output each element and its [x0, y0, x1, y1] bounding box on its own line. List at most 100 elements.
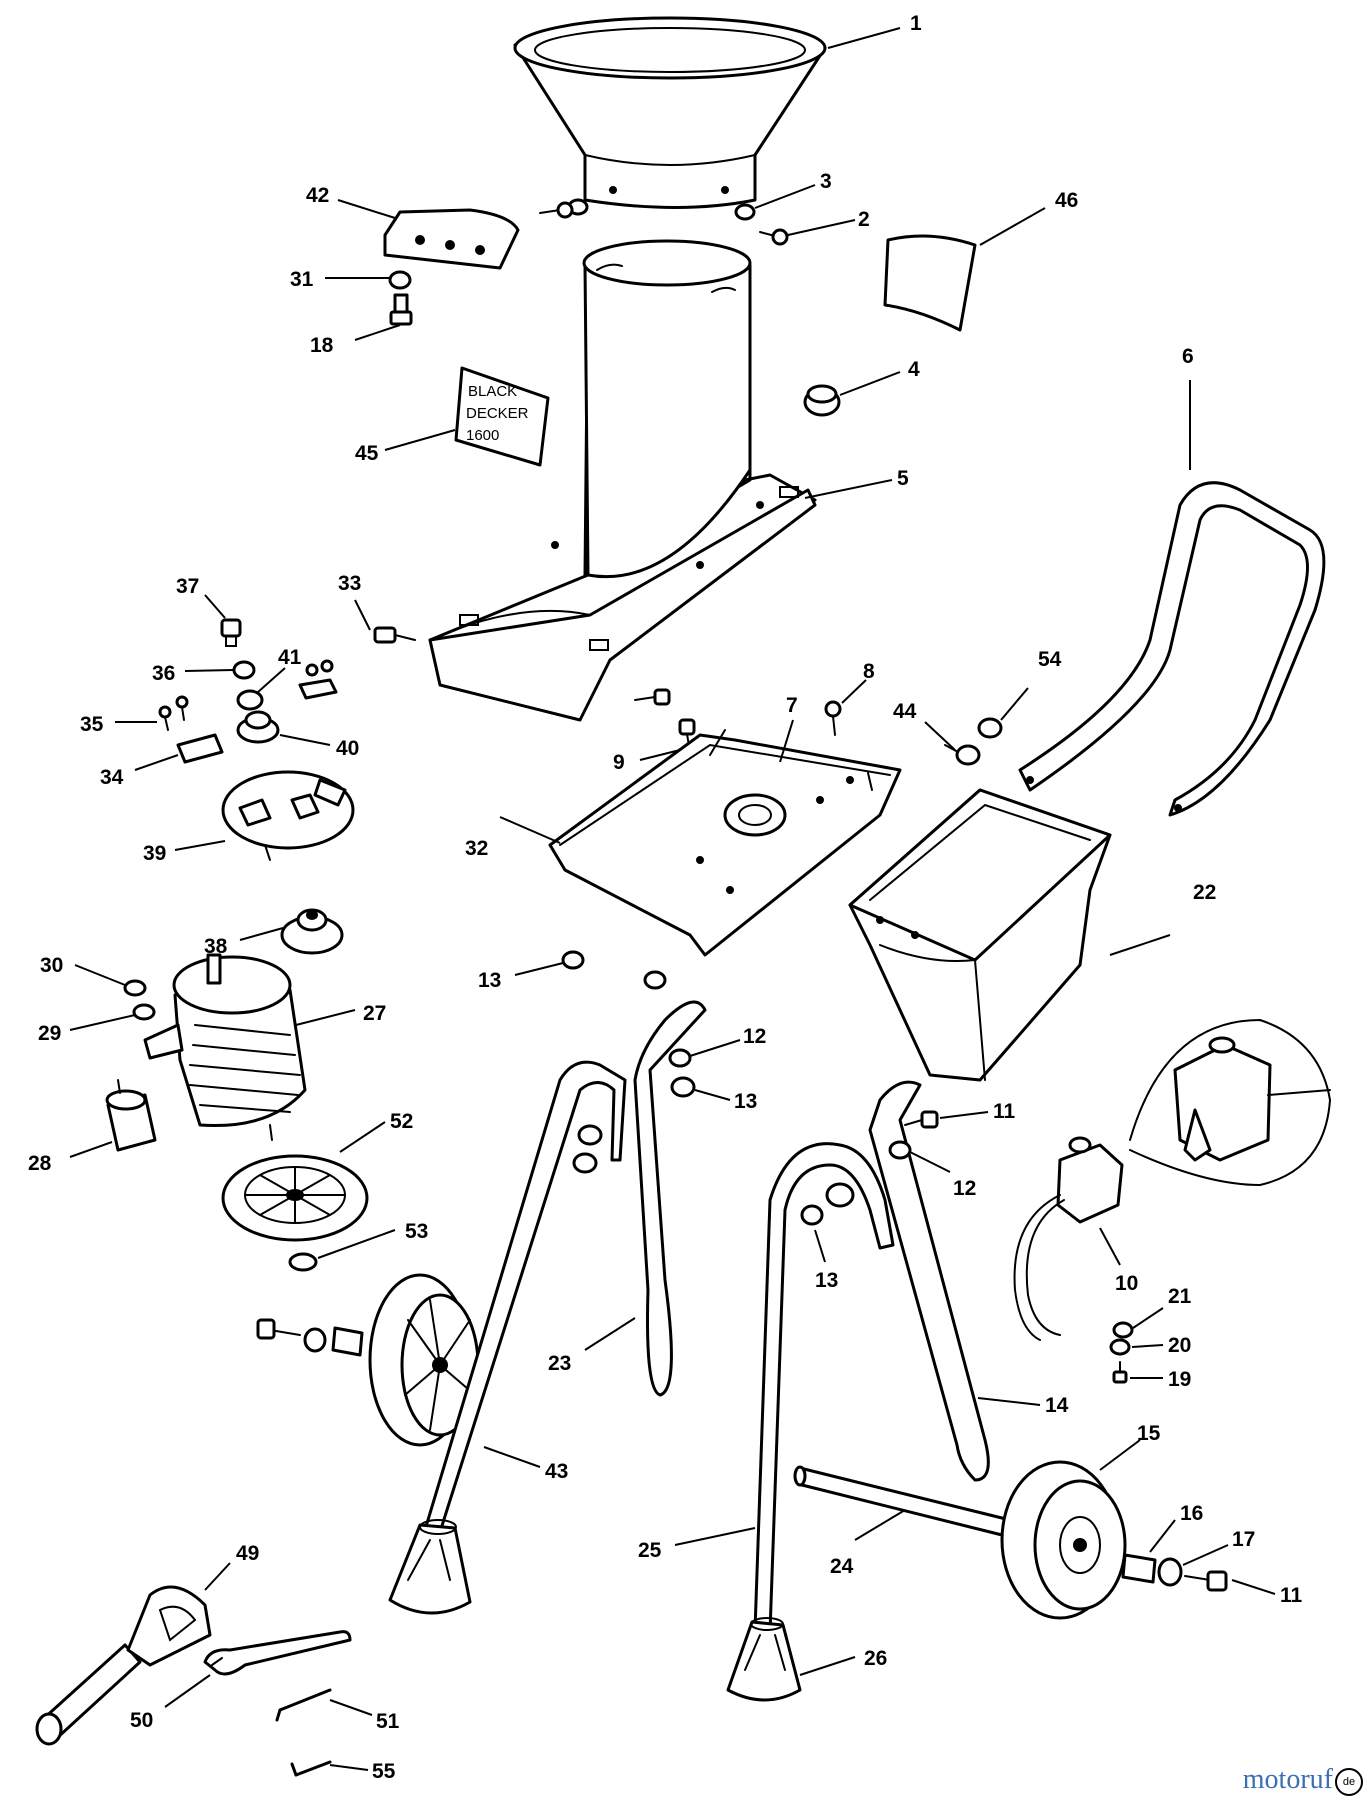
callout-13a: 13 — [478, 969, 501, 992]
callout-34: 34 — [100, 766, 124, 789]
callout-8: 8 — [863, 660, 875, 683]
part-washer-41 — [236, 689, 264, 711]
part-nuts-leg-right — [800, 1182, 855, 1226]
callout-50: 50 — [130, 1709, 153, 1732]
part-washer-53 — [288, 1252, 318, 1272]
callout-26: 26 — [864, 1647, 887, 1670]
callout-numbers: 1 2 3 4 5 6 7 8 9 10 11 11 12 12 13 13 1… — [28, 12, 1303, 1783]
decal-text-line1: BLACK — [468, 383, 517, 400]
watermark-badge: de — [1335, 1767, 1363, 1796]
part-wheel-left — [256, 1273, 480, 1447]
leader-lines — [69, 27, 1276, 1771]
callout-43: 43 — [545, 1460, 568, 1483]
watermark-text: motoruf — [1242, 1764, 1333, 1795]
callout-39: 39 — [143, 842, 166, 865]
part-foot-43 — [388, 1519, 472, 1615]
callout-23: 23 — [548, 1352, 571, 1375]
callout-45: 45 — [355, 442, 379, 465]
part-washer-17 — [1157, 1557, 1183, 1587]
part-hex-key-51 — [275, 1688, 332, 1722]
callout-27: 27 — [363, 1002, 386, 1025]
part-nut-31 — [388, 270, 412, 290]
part-chute-housing-5 — [428, 239, 817, 722]
callout-16: 16 — [1180, 1502, 1203, 1525]
callout-55: 55 — [372, 1760, 396, 1783]
part-nut-13-plate — [643, 970, 667, 990]
part-decal-45: BLACK DECKER 1600 — [454, 366, 550, 467]
part-spanner-50 — [203, 1630, 352, 1676]
callout-42: 42 — [306, 184, 329, 207]
callout-28: 28 — [28, 1152, 52, 1175]
part-hex-key-55 — [290, 1760, 332, 1777]
decal-text-line2: DECKER — [466, 405, 529, 422]
callout-10: 10 — [1115, 1272, 1138, 1295]
part-washer-3 — [567, 198, 756, 221]
part-washer-54 — [977, 717, 1003, 739]
part-push-stick-49 — [35, 1585, 212, 1746]
part-washer-12b — [888, 1140, 912, 1160]
part-hub-38 — [280, 908, 344, 955]
part-foot-26 — [726, 1617, 802, 1702]
part-capacitor-28 — [105, 1079, 157, 1152]
part-hopper-funnel — [513, 16, 827, 209]
part-leg-43 — [423, 1060, 627, 1534]
callout-37: 37 — [176, 575, 199, 598]
callout-12a: 12 — [743, 1025, 766, 1048]
part-washer-20 — [1109, 1338, 1131, 1356]
callout-2: 2 — [858, 208, 870, 231]
callout-29: 29 — [38, 1022, 61, 1045]
part-leg-25 — [753, 1142, 895, 1634]
part-screw-chute — [634, 688, 671, 706]
callout-18: 18 — [310, 334, 334, 357]
decal-text-line3: 1600 — [466, 427, 499, 444]
callout-44: 44 — [893, 700, 917, 723]
part-plate-42 — [383, 208, 520, 270]
callout-7: 7 — [786, 694, 798, 717]
callout-13c: 13 — [815, 1269, 838, 1292]
part-bolt-11a — [904, 1110, 939, 1129]
switch-detail-inset — [1129, 1018, 1332, 1187]
part-brace-23 — [633, 1000, 707, 1397]
callout-41: 41 — [278, 646, 302, 669]
callout-46: 46 — [1055, 189, 1078, 212]
part-screw-8 — [824, 700, 842, 736]
callout-13b: 13 — [734, 1090, 757, 1113]
part-blade-34 — [176, 733, 224, 764]
callout-52: 52 — [390, 1110, 413, 1133]
part-nut-13b — [670, 1076, 696, 1098]
callout-24: 24 — [830, 1555, 854, 1578]
callout-38: 38 — [204, 935, 228, 958]
callout-22: 22 — [1193, 881, 1216, 904]
part-screw-33 — [373, 626, 416, 644]
callout-25: 25 — [638, 1539, 662, 1562]
callout-3: 3 — [820, 170, 832, 193]
callout-31: 31 — [290, 268, 314, 291]
callout-20: 20 — [1168, 1334, 1191, 1357]
part-cutter-disc-39 — [221, 770, 355, 861]
callout-9: 9 — [613, 751, 625, 774]
part-nut-30 — [123, 979, 147, 997]
callout-32: 32 — [465, 837, 488, 860]
callout-4: 4 — [908, 358, 920, 381]
callout-6: 6 — [1182, 345, 1194, 368]
part-washer-36 — [232, 660, 256, 680]
callout-19: 19 — [1168, 1368, 1191, 1391]
callout-21: 21 — [1168, 1285, 1192, 1308]
callout-14: 14 — [1045, 1394, 1069, 1417]
part-washer-29 — [132, 1003, 156, 1021]
part-bolt-37 — [220, 618, 242, 647]
part-screw-44 — [944, 744, 981, 766]
part-collection-box-22 — [848, 788, 1112, 1082]
part-screws-41 — [298, 659, 338, 700]
part-motor-27 — [143, 953, 307, 1141]
part-spacer-16 — [1121, 1553, 1157, 1584]
part-screw-19 — [1112, 1361, 1128, 1384]
part-nut-13a — [561, 950, 585, 970]
part-label-46 — [883, 234, 977, 332]
part-switch-10 — [1013, 1136, 1124, 1341]
callout-11a: 11 — [993, 1100, 1016, 1123]
callout-53: 53 — [405, 1220, 428, 1243]
part-knob-4 — [803, 384, 841, 417]
part-bolt-18 — [389, 293, 413, 326]
